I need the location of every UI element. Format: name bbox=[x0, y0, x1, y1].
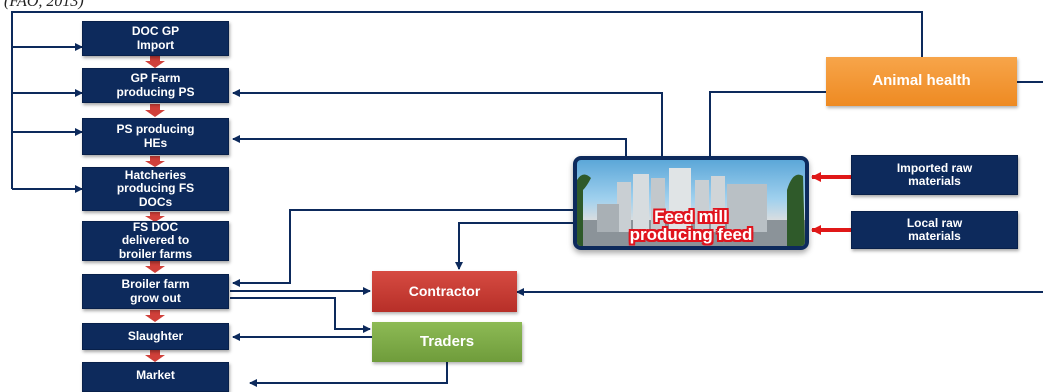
feed-mill-line: Feed mill bbox=[654, 207, 728, 226]
feed-mill-supply-lines bbox=[232, 89, 826, 287]
feed-mill-illustration-icon bbox=[577, 168, 805, 246]
raw-material-arrows bbox=[811, 172, 851, 235]
chain-arrow-1 bbox=[145, 56, 165, 68]
traders-output-lines bbox=[232, 333, 448, 387]
chain-down-arrows bbox=[145, 56, 165, 362]
chain-line: FS DOC bbox=[132, 220, 179, 235]
chain-line: GP Farm bbox=[130, 71, 181, 86]
raw-line: materials bbox=[908, 174, 961, 188]
chain-box-market: Market bbox=[82, 362, 229, 392]
chain-line: producing FS bbox=[116, 181, 195, 196]
chain-box-slaughter: Slaughter bbox=[82, 323, 229, 350]
animal-health-label: Animal health bbox=[872, 72, 971, 90]
chain-arrow-2 bbox=[145, 104, 165, 117]
raw-line: materials bbox=[908, 229, 961, 243]
raw-line: Local raw bbox=[906, 215, 963, 230]
source-citation: (FAO, 2013) bbox=[4, 0, 84, 10]
animal-health-bus bbox=[11, 11, 923, 193]
contractor-box: Contractor bbox=[372, 271, 517, 312]
chain-arrow-5 bbox=[145, 261, 165, 273]
chain-arrow-4 bbox=[145, 212, 165, 222]
chain-arrow-7 bbox=[145, 350, 165, 362]
chain-line: PS producing bbox=[116, 122, 195, 137]
chain-line: producing PS bbox=[116, 84, 195, 99]
chain-line: Import bbox=[136, 37, 175, 52]
animal-health-box: Animal health bbox=[826, 57, 1017, 106]
traders-label: Traders bbox=[419, 332, 475, 350]
chain-line: broiler farms bbox=[118, 246, 193, 261]
feed-mill-label: Feed mill producing feed bbox=[577, 208, 805, 244]
chain-line: DOC GP bbox=[131, 24, 180, 39]
chain-line: Broiler farm bbox=[121, 277, 190, 292]
chain-line: delivered to bbox=[121, 233, 190, 248]
broiler-output-lines bbox=[230, 287, 1043, 333]
chain-line: Slaughter bbox=[127, 328, 184, 343]
contractor-label: Contractor bbox=[408, 282, 481, 299]
chain-arrow-6 bbox=[145, 310, 165, 322]
chain-line: Market bbox=[136, 368, 175, 382]
feed-mill-box: Feed mill producing feed bbox=[573, 156, 809, 250]
raw-line: Imported raw bbox=[896, 160, 973, 175]
chain-line: grow out bbox=[130, 290, 181, 305]
chain-line: DOCs bbox=[138, 194, 173, 209]
feed-mill-line: producing feed bbox=[629, 224, 753, 244]
chain-arrow-3 bbox=[145, 156, 165, 167]
chain-line: Hatcheries bbox=[124, 168, 187, 183]
traders-box: Traders bbox=[372, 322, 522, 362]
chain-line: HEs bbox=[143, 135, 168, 150]
